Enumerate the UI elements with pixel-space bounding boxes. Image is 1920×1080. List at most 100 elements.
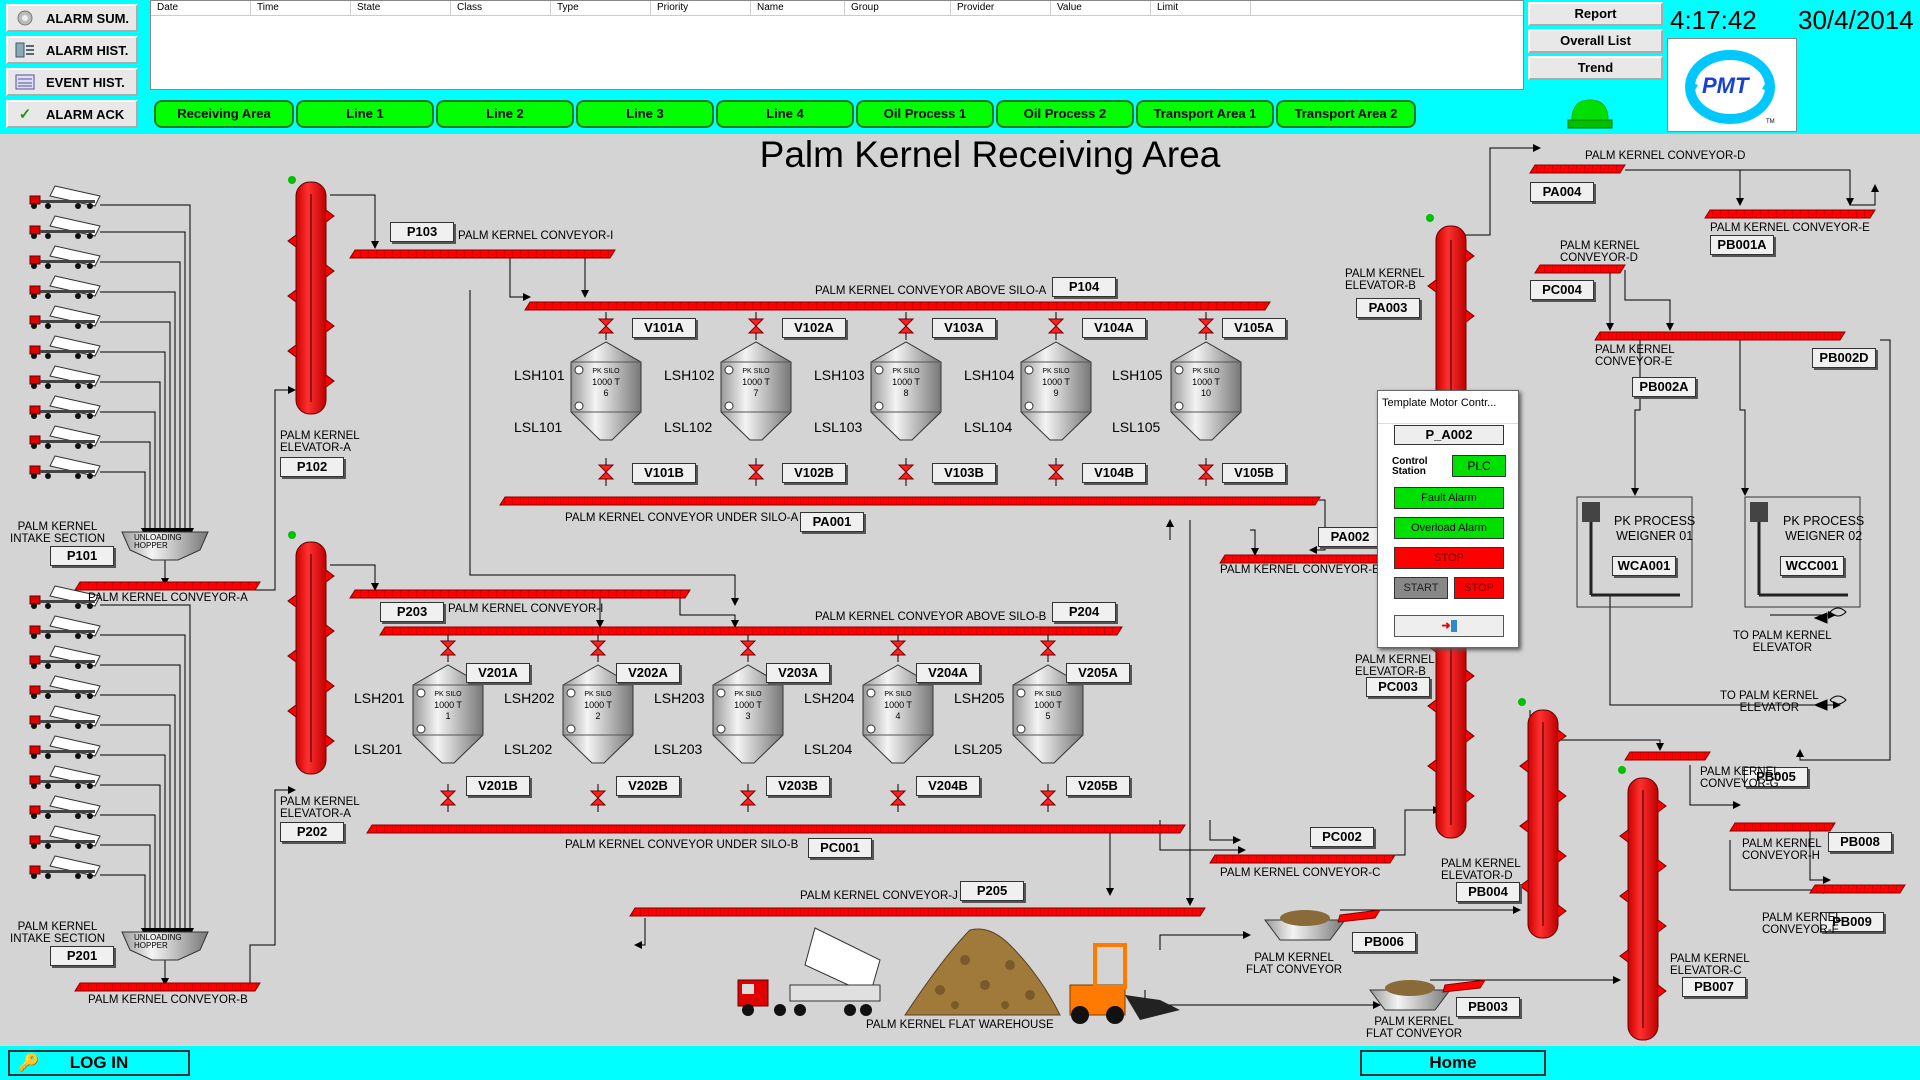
motor-control-popup[interactable]: Template Motor Contr... P_A002 Control S… <box>1377 390 1519 648</box>
col-value[interactable]: Value <box>1051 1 1151 15</box>
tab-line-4[interactable]: Line 4 <box>716 100 854 128</box>
tag-p201[interactable]: P201 <box>50 946 114 966</box>
tag-v201a[interactable]: V201A <box>466 663 530 683</box>
silo <box>1170 341 1242 441</box>
tag-v202a[interactable]: V202A <box>616 663 680 683</box>
tag-pc001[interactable]: PC001 <box>808 838 872 858</box>
tag-v202b[interactable]: V202B <box>616 776 680 796</box>
tag-v103a[interactable]: V103A <box>932 318 996 338</box>
col-time[interactable]: Time <box>251 1 351 15</box>
tag-pb001a[interactable]: PB001A <box>1710 235 1774 255</box>
tab-oil-process-2[interactable]: Oil Process 2 <box>996 100 1134 128</box>
label-lsh101: LSH101 <box>514 367 565 383</box>
col-type[interactable]: Type <box>551 1 651 15</box>
trend-button[interactable]: Trend <box>1528 56 1663 80</box>
tag-v101a[interactable]: V101A <box>632 318 696 338</box>
label-lsl204: LSL204 <box>804 741 853 757</box>
tag-v104a[interactable]: V104A <box>1082 318 1146 338</box>
tag-p104[interactable]: P104 <box>1052 277 1116 297</box>
tag-pc004[interactable]: PC004 <box>1530 280 1594 300</box>
tag-pc003[interactable]: PC003 <box>1366 677 1430 697</box>
col-state[interactable]: State <box>351 1 451 15</box>
alarm-history-button[interactable]: ALARM HIST. <box>6 36 138 64</box>
alarm-table[interactable]: Date Time State Class Type Priority Name… <box>150 0 1524 90</box>
tag-v204a[interactable]: V204A <box>916 663 980 683</box>
tag-p202[interactable]: P202 <box>280 822 344 842</box>
tag-v105a[interactable]: V105A <box>1222 318 1286 338</box>
tag-p204[interactable]: P204 <box>1052 602 1116 622</box>
tag-p102[interactable]: P102 <box>280 457 344 477</box>
alarm-ack-button[interactable]: ✓ ALARM ACK <box>6 100 138 128</box>
label-conveyor-b-right: PALM KERNEL CONVEYOR-B <box>1220 564 1380 576</box>
start-button[interactable]: START <box>1394 577 1448 599</box>
tag-pb002a[interactable]: PB002A <box>1632 377 1696 397</box>
tag-v201b[interactable]: V201B <box>466 776 530 796</box>
tab-line-2[interactable]: Line 2 <box>436 100 574 128</box>
col-date[interactable]: Date <box>151 1 251 15</box>
tag-v104b[interactable]: V104B <box>1082 463 1146 483</box>
overall-list-button[interactable]: Overall List <box>1528 29 1663 53</box>
tag-v105b[interactable]: V105B <box>1222 463 1286 483</box>
col-name[interactable]: Name <box>751 1 845 15</box>
tag-pc002[interactable]: PC002 <box>1310 827 1374 847</box>
tag-pb003[interactable]: PB003 <box>1456 997 1520 1017</box>
valve-icon <box>897 458 915 486</box>
tag-pb002d[interactable]: PB002D <box>1812 348 1876 368</box>
label-conveyor-h: PALM KERNEL CONVEYOR-H <box>1742 838 1822 862</box>
report-button[interactable]: Report <box>1528 2 1663 26</box>
tab-line-1[interactable]: Line 1 <box>296 100 434 128</box>
tag-pb008[interactable]: PB008 <box>1828 832 1892 852</box>
tab-receiving-area[interactable]: Receiving Area <box>154 100 294 128</box>
tag-pb006[interactable]: PB006 <box>1352 932 1416 952</box>
tag-p103[interactable]: P103 <box>390 222 454 242</box>
label-lsl205: LSL205 <box>954 741 1003 757</box>
tag-pa002[interactable]: PA002 <box>1318 527 1382 547</box>
tag-pb009[interactable]: PB009 <box>1820 912 1884 932</box>
home-button[interactable]: Home <box>1360 1050 1546 1076</box>
tab-transport-area-1[interactable]: Transport Area 1 <box>1136 100 1274 128</box>
col-limit[interactable]: Limit <box>1151 1 1251 15</box>
tag-v203b[interactable]: V203B <box>766 776 830 796</box>
col-provider[interactable]: Provider <box>951 1 1051 15</box>
tag-pb004[interactable]: PB004 <box>1456 882 1520 902</box>
alarm-summary-button[interactable]: ALARM SUM. <box>6 4 138 32</box>
login-button[interactable]: 🔑 LOG IN <box>8 1050 190 1076</box>
tab-transport-area-2[interactable]: Transport Area 2 <box>1276 100 1416 128</box>
stop-button[interactable]: STOP <box>1454 577 1504 599</box>
tag-wcc001[interactable]: WCC001 <box>1780 556 1844 576</box>
event-history-button[interactable]: EVENT HIST. <box>6 68 138 96</box>
tag-p101[interactable]: P101 <box>50 546 114 566</box>
col-priority[interactable]: Priority <box>651 1 751 15</box>
tag-p203[interactable]: P203 <box>380 602 444 622</box>
tag-v103b[interactable]: V103B <box>932 463 996 483</box>
conveyors <box>74 164 1906 992</box>
elevator-a-bottom <box>287 531 335 775</box>
tag-pa004[interactable]: PA004 <box>1530 182 1594 202</box>
tag-v204b[interactable]: V204B <box>916 776 980 796</box>
label-conveyor-i-top: PALM KERNEL CONVEYOR-I <box>458 230 614 242</box>
conveyor-i-top <box>349 249 616 259</box>
tag-pa003[interactable]: PA003 <box>1356 298 1420 318</box>
tag-pb007[interactable]: PB007 <box>1682 977 1746 997</box>
conveyor-h <box>1729 822 1836 832</box>
truck-icon <box>29 765 101 789</box>
tag-v205b[interactable]: V205B <box>1066 776 1130 796</box>
tab-oil-process-1[interactable]: Oil Process 1 <box>856 100 994 128</box>
tag-wca001[interactable]: WCA001 <box>1612 556 1676 576</box>
col-class[interactable]: Class <box>451 1 551 15</box>
tag-pa001[interactable]: PA001 <box>800 512 864 532</box>
tag-v101b[interactable]: V101B <box>632 463 696 483</box>
valve-icon <box>589 634 607 662</box>
tag-v102b[interactable]: V102B <box>782 463 846 483</box>
tag-p205[interactable]: P205 <box>960 881 1024 901</box>
col-group[interactable]: Group <box>845 1 951 15</box>
tag-v102a[interactable]: V102A <box>782 318 846 338</box>
tag-pb005[interactable]: PB005 <box>1744 767 1808 787</box>
tag-v203a[interactable]: V203A <box>766 663 830 683</box>
logo-text: PMT <box>1702 73 1749 98</box>
tab-line-3[interactable]: Line 3 <box>576 100 714 128</box>
exit-button[interactable]: ➜ <box>1394 615 1504 637</box>
tag-v205a[interactable]: V205A <box>1066 663 1130 683</box>
